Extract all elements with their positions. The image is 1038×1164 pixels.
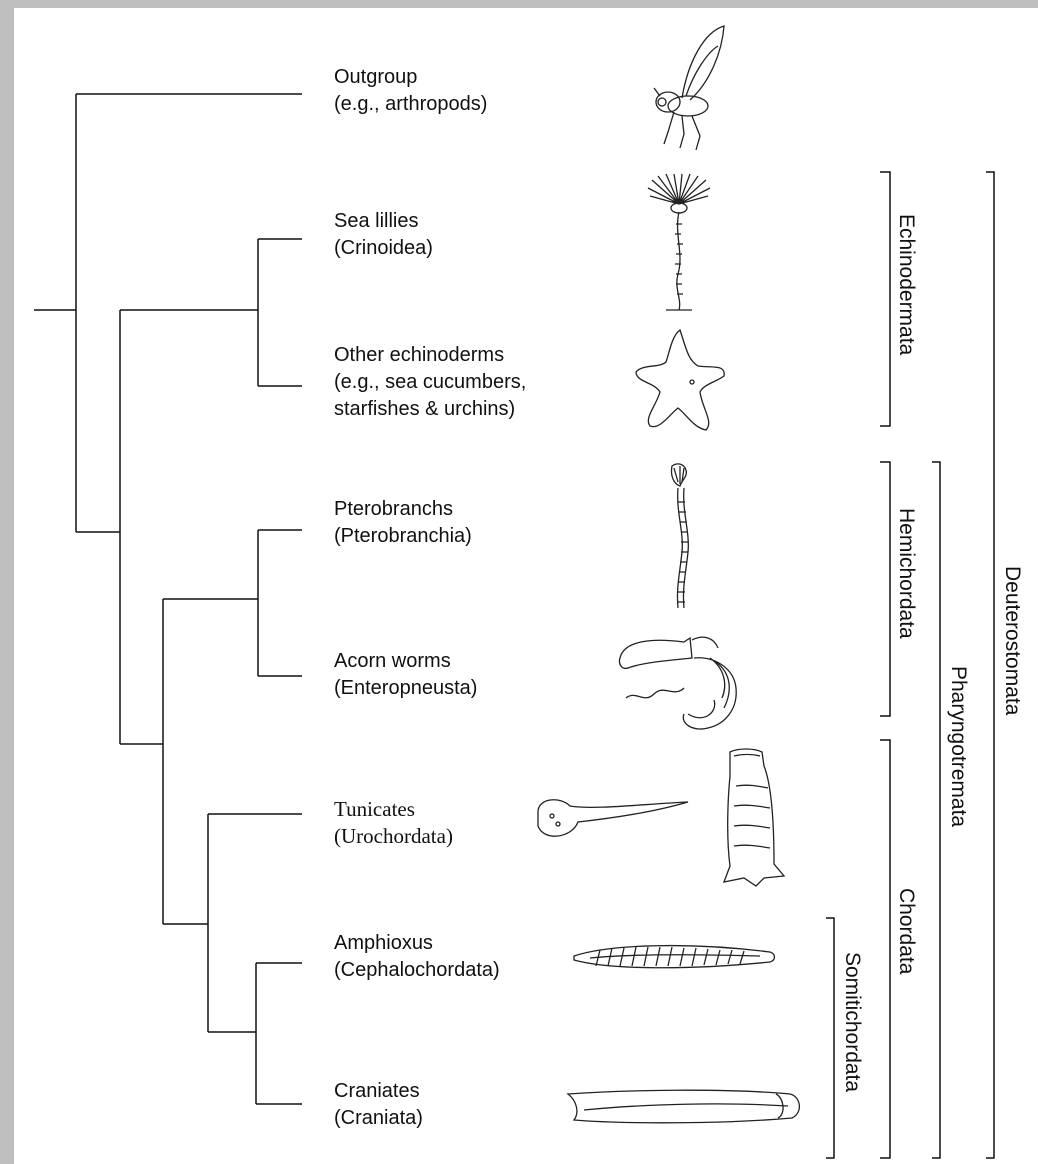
taxon-name: Acorn worms xyxy=(334,648,477,675)
taxon-name: Craniates xyxy=(334,1078,423,1105)
taxon-name: Sea lillies xyxy=(334,208,433,235)
clade-label-deuterostomata: Deuterostomata xyxy=(1000,566,1024,715)
craniate-icon xyxy=(564,1084,808,1130)
clade-label-pharyngotremata: Pharyngotremata xyxy=(946,666,970,827)
clade-label-chordata: Chordata xyxy=(894,888,918,974)
taxon-subtitle: (Urochordata) xyxy=(334,823,453,850)
phylogeny-tree xyxy=(14,8,1038,1164)
taxon-label-tunicates: Tunicates (Urochordata) xyxy=(334,796,453,850)
taxon-name: Pterobranchs xyxy=(334,496,472,523)
clade-label-somitichordata: Somitichordata xyxy=(840,952,864,1092)
bracket-pharyngotremata xyxy=(932,462,940,1158)
taxon-label-acorn-worms: Acorn worms (Enteropneusta) xyxy=(334,648,477,702)
taxon-subtitle: (Enteropneusta) xyxy=(334,675,477,702)
taxon-label-sea-lillies: Sea lillies (Crinoidea) xyxy=(334,208,433,262)
tunicate-adult-icon xyxy=(714,746,788,888)
bracket-chordata xyxy=(880,740,890,1158)
taxon-name: Other echinoderms xyxy=(334,342,526,369)
tunicate-larva-icon xyxy=(534,790,694,850)
taxon-name: Amphioxus xyxy=(334,930,500,957)
taxon-subtitle: (Craniata) xyxy=(334,1105,423,1132)
taxon-name: Outgroup xyxy=(334,64,487,91)
taxon-name: Tunicates xyxy=(334,796,453,823)
taxon-subtitle: (Pterobranchia) xyxy=(334,523,472,550)
amphioxus-icon xyxy=(570,938,780,978)
starfish-icon xyxy=(632,326,728,438)
taxon-subtitle: (e.g., arthropods) xyxy=(334,91,487,118)
taxon-subtitle-2: starfishes & urchins) xyxy=(334,396,526,423)
taxon-label-craniates: Craniates (Craniata) xyxy=(334,1078,423,1132)
bracket-somitichordata xyxy=(826,918,834,1158)
clade-label-hemichordata: Hemichordata xyxy=(894,508,918,639)
pterobranch-icon xyxy=(660,462,700,612)
phylogeny-figure: Outgroup (e.g., arthropods) Sea lillies … xyxy=(14,8,1038,1164)
taxon-label-pterobranchs: Pterobranchs (Pterobranchia) xyxy=(334,496,472,550)
bracket-echinodermata xyxy=(880,172,890,426)
clade-label-echinodermata: Echinodermata xyxy=(894,214,918,355)
taxon-subtitle: (Cephalochordata) xyxy=(334,957,500,984)
taxon-subtitle: (Crinoidea) xyxy=(334,235,433,262)
bracket-hemichordata xyxy=(880,462,890,716)
taxon-label-outgroup: Outgroup (e.g., arthropods) xyxy=(334,64,487,118)
fly-icon xyxy=(638,22,728,152)
taxon-label-amphioxus: Amphioxus (Cephalochordata) xyxy=(334,930,500,984)
taxon-label-other-echinoderms: Other echinoderms (e.g., sea cucumbers, … xyxy=(334,342,526,423)
sea-lily-icon xyxy=(644,174,714,314)
taxon-subtitle: (e.g., sea cucumbers, xyxy=(334,369,526,396)
bracket-deuterostomata xyxy=(986,172,994,1158)
acorn-worm-icon xyxy=(614,628,774,738)
